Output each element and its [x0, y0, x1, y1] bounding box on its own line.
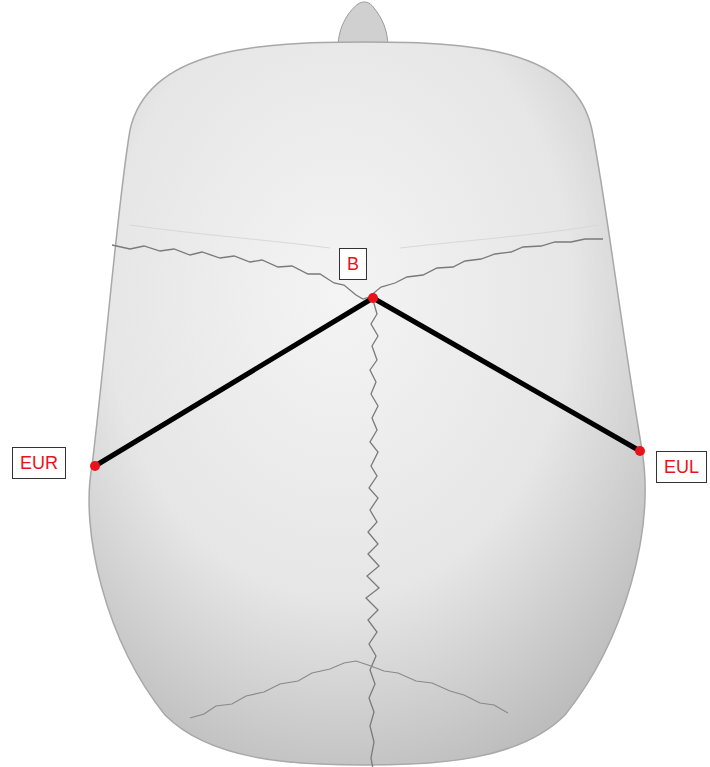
nasal-bone — [338, 2, 388, 48]
landmark-name: EUL — [664, 456, 699, 478]
lambdoid-suture — [190, 661, 508, 718]
landmark-name: B — [347, 253, 359, 275]
orbit-rims — [130, 225, 598, 248]
measure-line — [373, 298, 640, 451]
landmark-label: EUL — [656, 451, 707, 483]
landmark-dot — [90, 461, 100, 471]
coronal-suture — [112, 239, 603, 299]
landmark-label: EUR — [12, 447, 66, 479]
skull-outline — [89, 42, 645, 765]
landmark-dot — [635, 446, 645, 456]
landmark-name: EUR — [20, 452, 58, 474]
sagittal-suture — [366, 300, 379, 767]
measure-line — [95, 298, 373, 466]
landmark-dot — [368, 293, 378, 303]
landmark-label: B — [339, 248, 367, 280]
